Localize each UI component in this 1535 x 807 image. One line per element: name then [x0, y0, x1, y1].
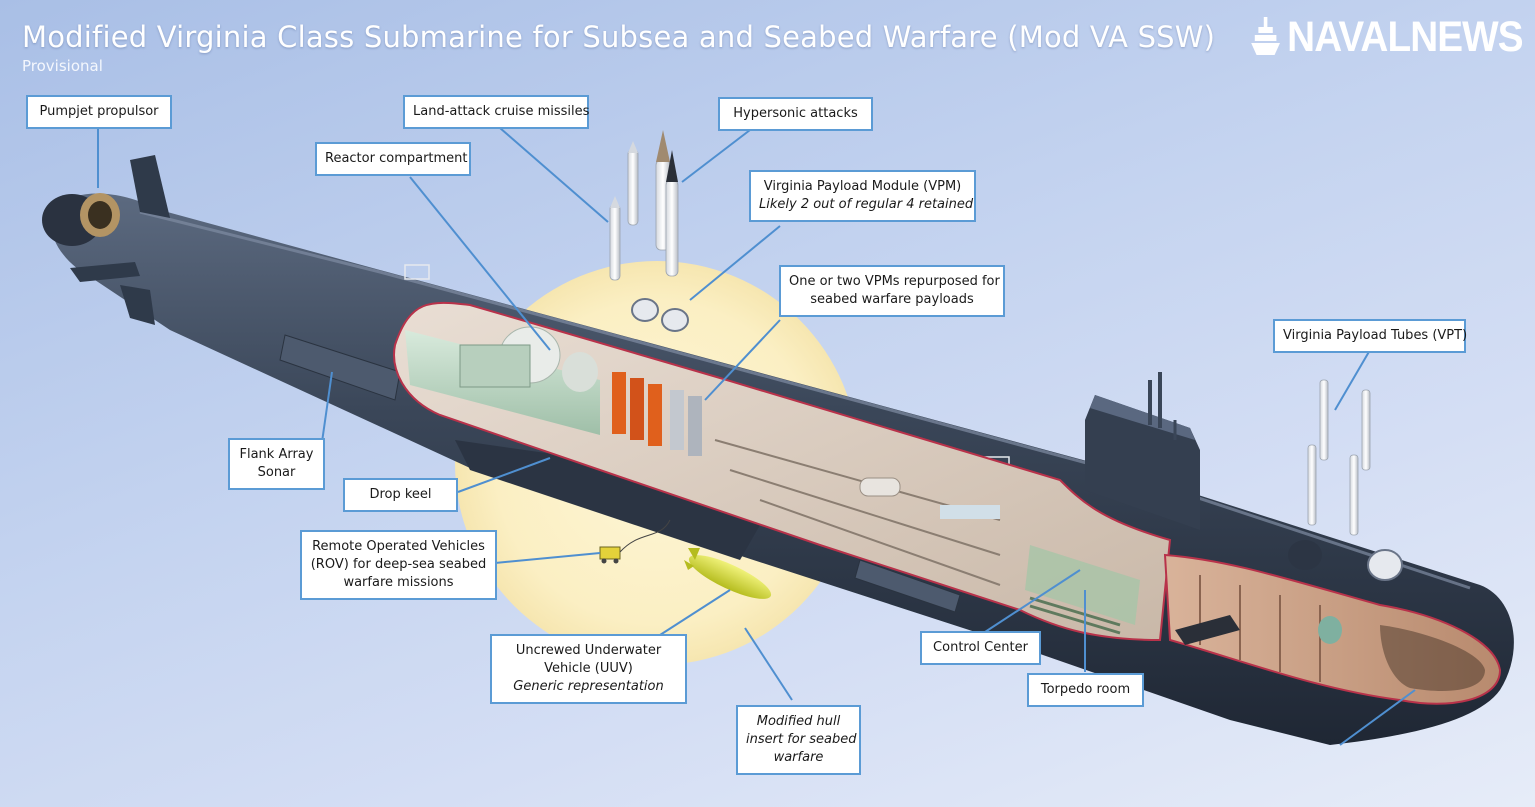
label-text: seabed warfare payloads	[810, 292, 974, 307]
hypersonic-missiles	[655, 130, 679, 277]
label-text: One or two VPMs repurposed for	[789, 274, 1000, 289]
leader-lines	[97, 127, 1416, 746]
label-text: Reactor compartment	[325, 151, 468, 166]
label-text: (ROV) for deep-sea seabed	[310, 557, 487, 572]
label-text: warfare missions	[343, 575, 454, 590]
uuv-vehicle	[684, 548, 772, 599]
label-control-center: Control Center	[920, 631, 1041, 665]
label-vpt: Virginia Payload Tubes (VPT)	[1273, 319, 1468, 353]
label-text: Virginia Payload Module (VPM)	[763, 179, 962, 194]
label-uuv: Uncrewed Underwater Vehicle (UUV) Generi…	[490, 634, 687, 704]
label-text: Uncrewed Underwater	[515, 643, 662, 658]
cutaway-midsection	[393, 301, 1172, 642]
label-pumpjet-propulsor: Pumpjet propulsor	[26, 95, 172, 129]
label-vpm-repurposed: One or two VPMs repurposed for seabed wa…	[779, 265, 1005, 317]
label-flank-array-sonar: Flank Array Sonar	[228, 438, 325, 490]
rov-vehicle	[599, 519, 671, 564]
page-title: Modified Virginia Class Submarine for Su…	[22, 20, 1216, 54]
label-text: Vehicle (UUV)	[544, 661, 633, 676]
label-text: Drop keel	[369, 487, 432, 502]
label-text: Control Center	[933, 640, 1028, 655]
label-text: Flank Array	[239, 447, 314, 462]
cruise-missiles	[609, 141, 639, 281]
page-subtitle: Provisional	[22, 57, 103, 75]
brand-logo: NAVALNEWS	[1250, 12, 1524, 62]
label-vpm: Virginia Payload Module (VPM) Likely 2 o…	[749, 170, 976, 222]
brand-text: NAVALNEWS	[1287, 12, 1523, 61]
label-rov: Remote Operated Vehicles (ROV) for deep-…	[300, 530, 497, 600]
cutaway-bow	[1163, 553, 1502, 705]
label-text: Land-attack cruise missiles	[413, 104, 590, 119]
label-torpedo-room: Torpedo room	[1027, 673, 1144, 707]
label-drop-keel: Drop keel	[343, 478, 458, 512]
label-hypersonic-attacks: Hypersonic attacks	[718, 97, 873, 131]
label-reactor-compartment: Reactor compartment	[315, 142, 471, 176]
label-text: Remote Operated Vehicles	[312, 539, 485, 554]
label-text: Sonar	[257, 465, 296, 480]
label-note: Likely 2 out of regular 4 retained	[759, 197, 974, 212]
label-note: Modified hull	[756, 714, 841, 729]
ship-icon	[1251, 17, 1281, 55]
label-note: warfare	[773, 750, 824, 765]
label-text: Pumpjet propulsor	[39, 104, 159, 119]
label-modified-hull-insert: Modified hull insert for seabed warfare	[736, 705, 861, 775]
label-text: Virginia Payload Tubes (VPT)	[1283, 328, 1468, 343]
label-land-attack-missiles: Land-attack cruise missiles	[403, 95, 589, 129]
label-text: Torpedo room	[1040, 682, 1131, 697]
vpt-missiles	[1307, 379, 1371, 536]
label-note: insert for seabed	[746, 732, 857, 747]
label-text: Hypersonic attacks	[733, 106, 858, 121]
label-note: Generic representation	[513, 679, 664, 694]
